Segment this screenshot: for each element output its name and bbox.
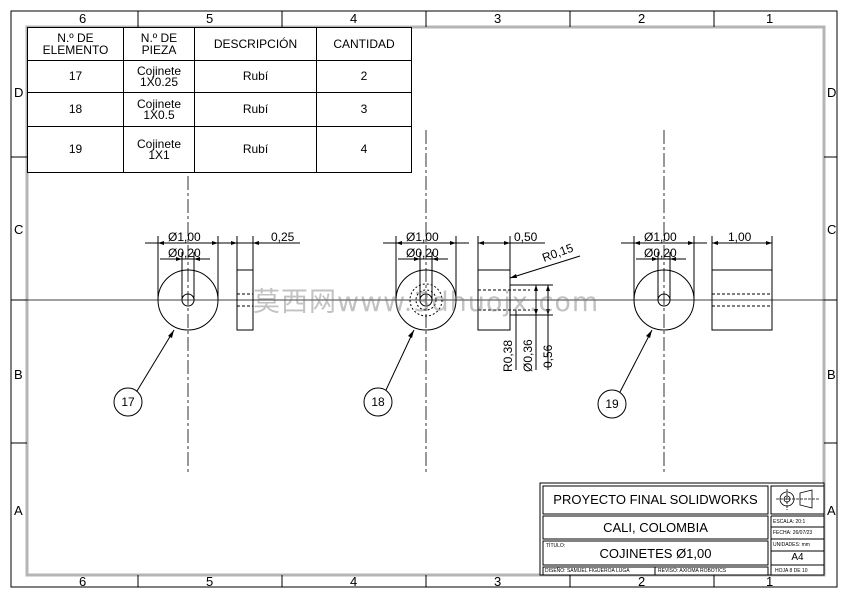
dim-18-r1: R0,15 [540,241,575,265]
designer-text: DISEÑO: SAMUEL FIGUEROA LUGA [545,568,630,574]
balloon-19-label: 19 [605,397,619,411]
zone-top-1: 1 [766,11,774,26]
reviewer-text: REVISÓ: AXIOMA ROBOTICS [658,568,727,574]
units-text: UNIDADES: mm [773,542,810,548]
bom-item: 17 [27,60,124,93]
dim-18-len: 0,50 [514,230,538,244]
bom-quantity: 2 [316,60,412,93]
project-title: PROYECTO FINAL SOLIDWORKS [553,492,758,507]
zone-bottom-6: 6 [79,574,87,589]
view-17 [113,236,300,417]
balloon-19 [597,389,627,419]
bom-part-line1: Cojinete [136,63,182,78]
date-text: FECHA: 26/07/23 [773,530,813,536]
zone-bottom-2: 2 [638,574,646,589]
zone-top-6: 6 [79,11,87,26]
projection-symbol-icon [776,489,820,510]
bom-part-line2: 1X0.25 [139,74,179,89]
zone-right-B: B [827,367,836,382]
bom-quantity: 3 [316,92,412,127]
dim-18-od: Ø1,00 [406,230,439,244]
zone-left-C: C [14,222,24,237]
bom-quantity: 4 [316,126,412,173]
zone-top-5: 5 [206,11,214,26]
balloon-17 [113,387,143,417]
bearing-17-side [236,269,254,331]
bom-item: 19 [27,126,124,173]
scale-text: ESCALA: 20:1 [773,519,806,525]
bom-header-part: N.º DE PIEZA [123,27,195,61]
balloon-18-label: 18 [371,395,385,409]
watermark: 莫西网www.3dhuojx.com [253,287,600,318]
dim-19-len: 1,00 [728,230,752,244]
bom-header-item: N.º DE ELEMENTO [27,27,124,61]
balloon-17-label: 17 [121,395,135,409]
zone-bottom-3: 3 [494,574,502,589]
dim-18-d2: 0,56 [541,344,555,368]
titulo-label: TÍTULO: [546,543,566,549]
zone-bottom-1: 1 [766,574,774,589]
dim-17-id: Ø0,20 [168,246,201,260]
dim-18-r2: R0,38 [501,340,515,372]
zone-left-B: B [14,367,23,382]
bom-description: Rubí [194,126,317,173]
bom-header-row: N.º DE ELEMENTO N.º DE PIEZA DESCRIPCIÓN… [27,27,412,61]
bom-description: Rubí [194,92,317,127]
view-18 [363,236,581,417]
sheet-size: A4 [791,552,804,563]
dim-18-id: Ø0,20 [406,246,439,260]
balloon-18 [363,387,393,417]
view-19 [597,236,773,419]
zone-bottom-5: 5 [206,574,214,589]
zone-left-A: A [14,503,23,518]
title-block [539,482,825,576]
zone-right-C: C [827,222,837,237]
center-lines [11,130,837,473]
bearing-19-side [711,269,773,331]
zone-top-4: 4 [350,11,358,26]
zone-top-3: 3 [494,11,502,26]
sheet-number: HOJA 8 DE 10 [775,568,808,574]
zone-bottom-4: 4 [350,574,358,589]
bom-part-line2: 1X0.5 [143,107,175,122]
bom-header-description: DESCRIPCIÓN [194,27,317,61]
bom-part-line1: Cojinete [136,96,182,111]
bom-part-line2: 1X1 [148,147,170,162]
bom-header-quantity: CANTIDAD [316,27,412,61]
dim-17-len: 0,25 [271,230,295,244]
bom-part-line1: Cojinete [136,136,182,151]
zone-right-D: D [827,85,837,100]
zone-right-A: A [827,503,836,518]
zone-top-2: 2 [638,11,646,26]
bill-of-materials-table: N.º DE ELEMENTO N.º DE PIEZA DESCRIPCIÓN… [27,27,412,173]
drawing-title: COJINETES Ø1,00 [599,546,712,561]
dim-18-d1: Ø0,36 [521,339,535,372]
bearing-18-side [477,269,511,331]
dim-19-id: Ø0,20 [644,246,677,260]
location-text: CALI, COLOMBIA [603,520,708,535]
bom-item: 18 [27,92,124,127]
bom-description: Rubí [194,60,317,93]
zone-left-D: D [14,85,24,100]
outer-border [10,10,838,588]
dim-17-od: Ø1,00 [168,230,201,244]
dim-19-od: Ø1,00 [644,230,677,244]
